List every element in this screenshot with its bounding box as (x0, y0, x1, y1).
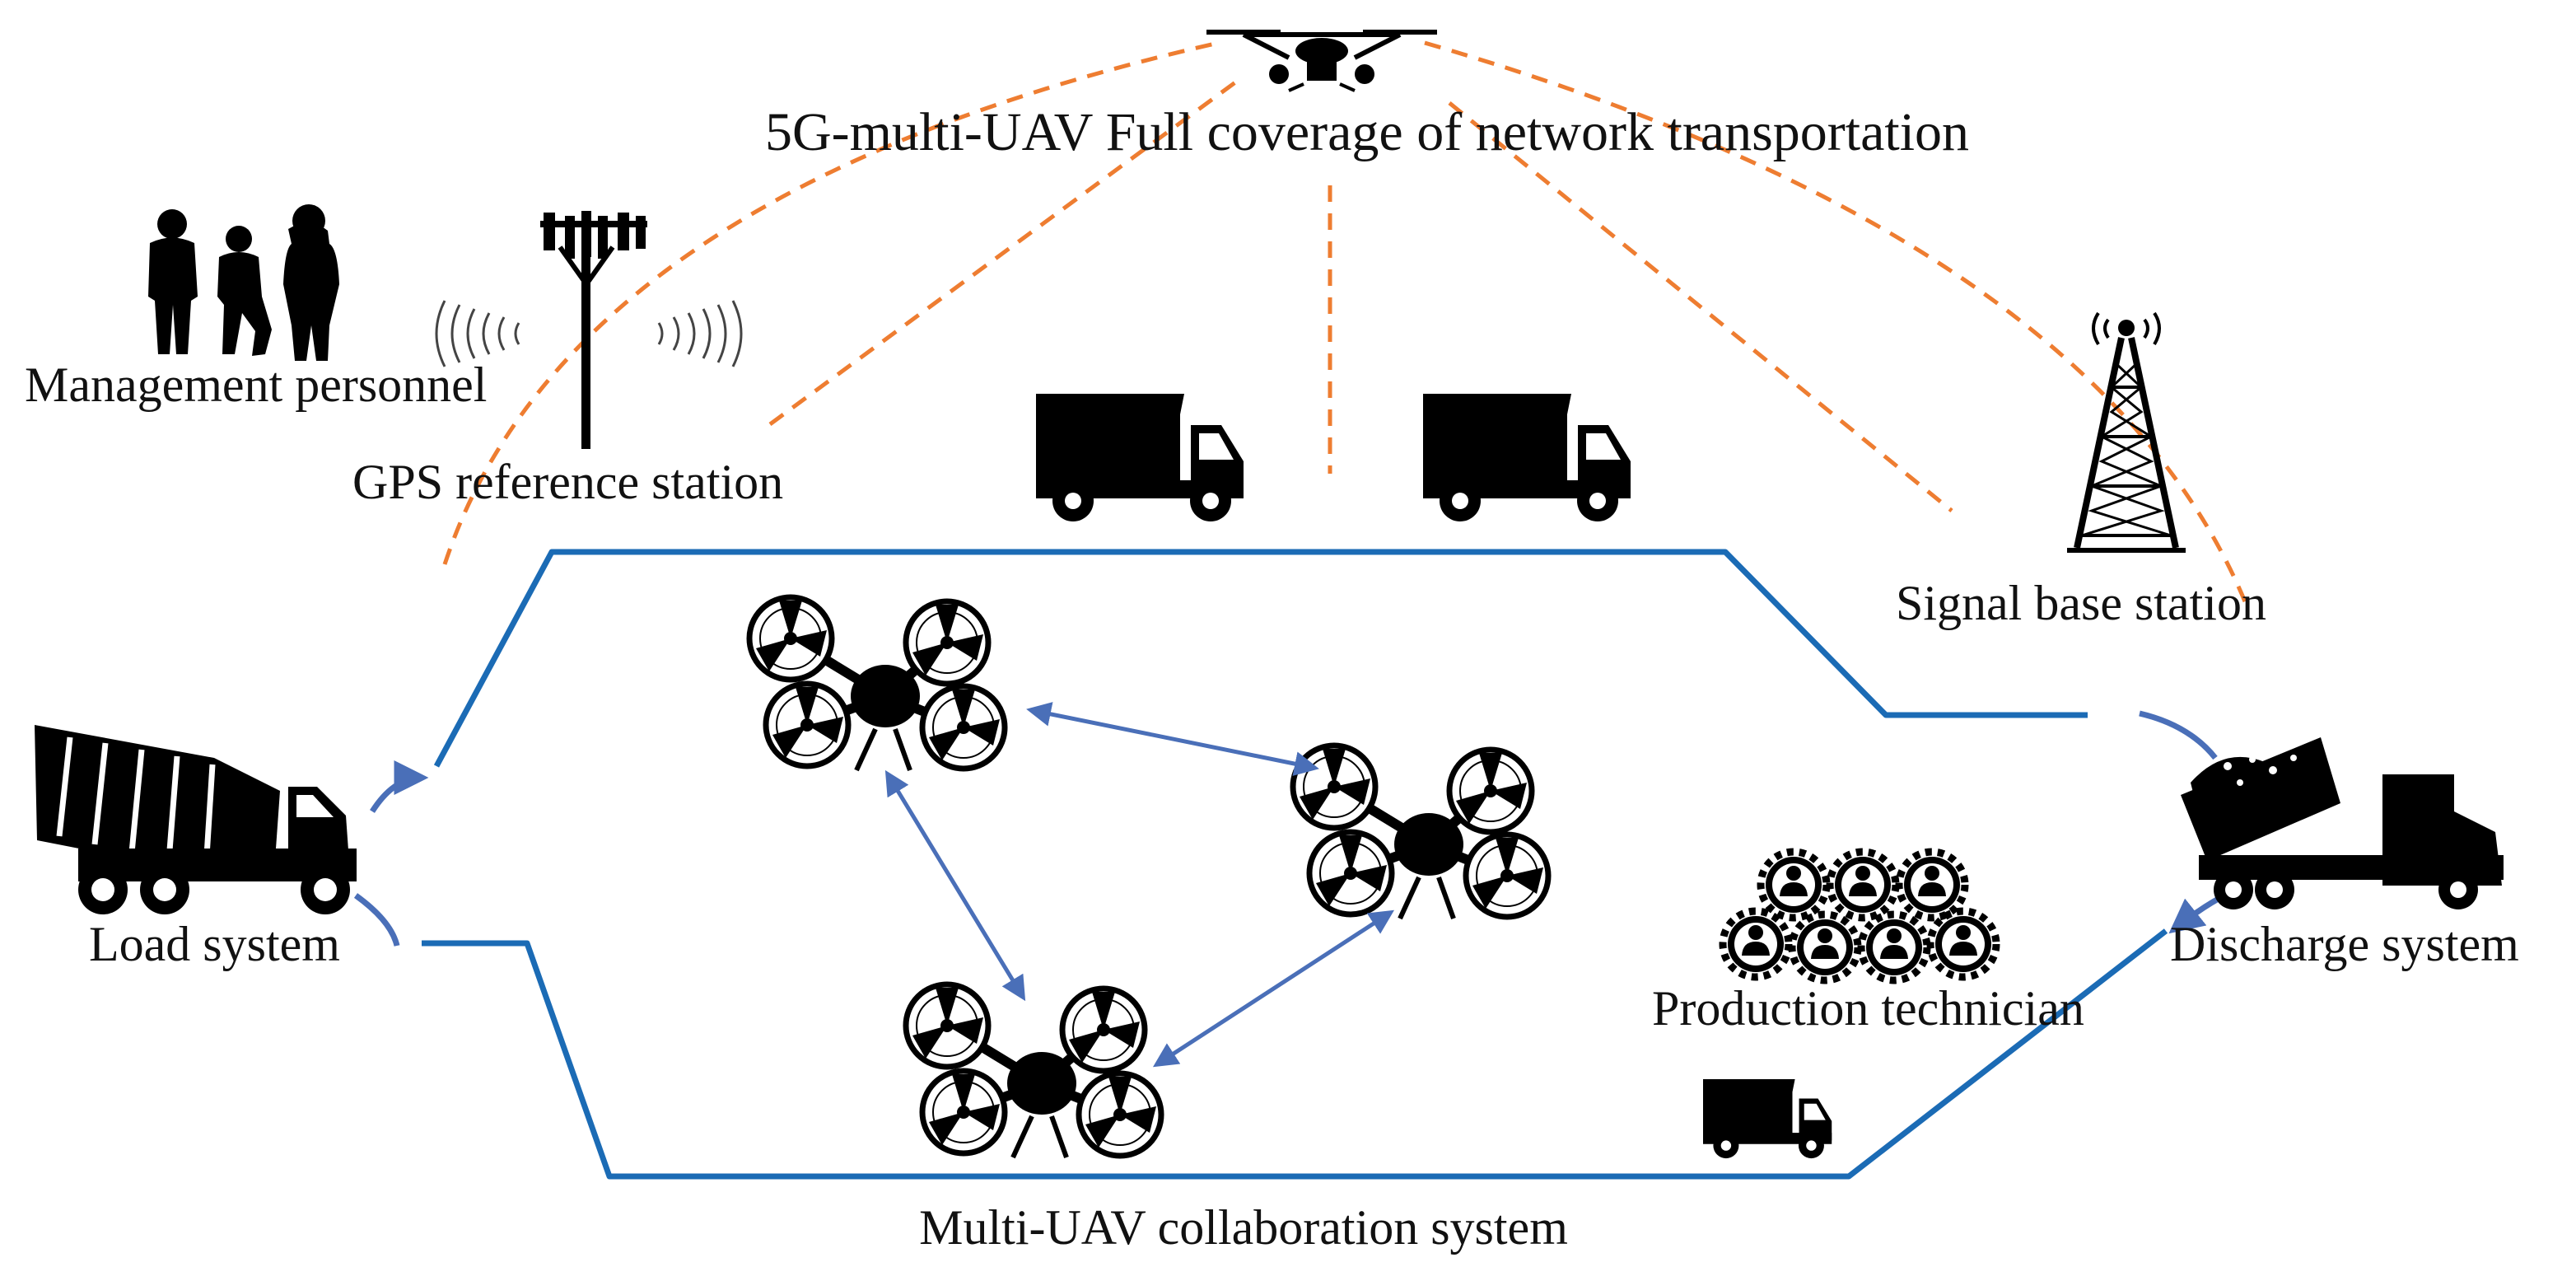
signal-waves-right (657, 300, 743, 367)
master-uav-icon (1206, 30, 1437, 92)
coverage-lines (442, 40, 2251, 610)
uav-link-2-3 (1152, 909, 1395, 1068)
uav-link-1-2 (1026, 702, 1319, 776)
gps-reference-station-label: GPS reference station (352, 455, 783, 509)
multi-uav-collaboration-label: Multi-UAV collaboration system (919, 1200, 1568, 1255)
coverage-line-right (1448, 101, 1953, 512)
signal-waves-left (435, 300, 520, 367)
uav-icon-1 (749, 597, 1005, 770)
dump-truck-icon-2 (1423, 394, 1631, 521)
management-personnel-icon (148, 204, 339, 361)
diagram-title: 5G-multi-UAV Full coverage of network tr… (765, 102, 1969, 162)
gps-reference-station-icon (435, 211, 743, 449)
discharge-truck-icon (2181, 737, 2504, 909)
production-technician-icon (1723, 852, 1996, 980)
discharge-system-label: Discharge system (2170, 917, 2519, 971)
route-lower (422, 928, 2168, 1180)
coverage-line-left (768, 80, 1237, 427)
load-system-label: Load system (89, 917, 340, 971)
coverage-arc-left (442, 40, 1220, 565)
coverage-arc-right (1424, 40, 2251, 610)
person-silhouette-3 (283, 204, 339, 361)
signal-base-station-icon (2067, 311, 2186, 553)
uav-links (884, 702, 1395, 1068)
dump-truck-icon-1 (1036, 394, 1244, 521)
route-connector-discharge-top (2139, 710, 2218, 760)
production-technician-label: Production technician (1652, 981, 2084, 1036)
route-upper (433, 549, 2088, 768)
uav-icon-3 (906, 984, 1161, 1157)
management-personnel-label: Management personnel (25, 358, 487, 412)
dump-truck-icon-small (1703, 1079, 1832, 1159)
load-truck-icon (35, 725, 357, 914)
uav-link-1-3 (884, 769, 1026, 1002)
person-silhouette-1 (148, 209, 198, 354)
uav-icon-2 (1293, 746, 1548, 919)
route-connector-load-top (370, 760, 429, 813)
signal-base-station-label: Signal base station (1896, 576, 2266, 630)
route-connector-load-bottom (353, 893, 400, 947)
person-silhouette-2 (217, 226, 272, 356)
